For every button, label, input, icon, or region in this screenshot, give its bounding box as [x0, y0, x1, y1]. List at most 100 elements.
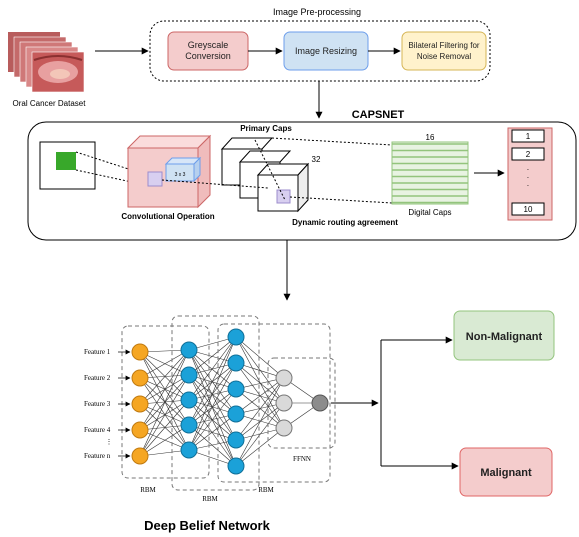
dbn-edge	[139, 349, 190, 379]
dbn-node	[227, 431, 245, 449]
rbm-box-2	[171, 315, 260, 491]
dbn-node	[131, 369, 149, 387]
feature-label: Feature 3	[84, 400, 111, 408]
dbn-edge	[188, 413, 237, 451]
dbn-edge	[235, 377, 285, 467]
digit-count-label: 16	[426, 133, 435, 142]
dbn-edge	[139, 403, 190, 426]
dbn-node	[131, 343, 149, 361]
preprocess-step-bilateral: Bilateral Filtering for Noise Removal	[401, 31, 487, 71]
dbn-edge	[139, 377, 190, 451]
dbn-edge	[188, 399, 237, 441]
primary-caps-cubes	[220, 137, 310, 213]
dbn-edge	[139, 424, 190, 457]
dbn-edge	[139, 349, 190, 457]
digit-caps-label: Digital Caps	[408, 208, 451, 217]
dbn-node	[275, 419, 293, 437]
digit-caps-block	[391, 141, 469, 205]
preprocess-step-greyscale: Greyscale Conversion	[167, 31, 249, 71]
dbn-edge	[139, 403, 190, 451]
dataset-label: Oral Cancer Dataset	[13, 99, 87, 108]
malignant-box: Malignant	[459, 447, 553, 497]
preprocess-step-resizing: Image Resizing	[283, 31, 369, 71]
ffnn-box	[267, 357, 336, 449]
rbm-label-1: RBM	[140, 486, 156, 494]
capsnet-title: CAPSNET	[352, 109, 405, 121]
dbn-edge	[188, 399, 237, 467]
dataset-image-stack-icon	[8, 32, 85, 93]
resizing-label: Image Resizing	[295, 46, 357, 56]
greyscale-line2: Conversion	[185, 51, 231, 61]
dbn-edge	[188, 388, 237, 451]
dbn-edge	[188, 374, 237, 441]
class-output-cell	[511, 147, 545, 161]
preprocessing-group	[149, 20, 491, 82]
dbn-edge	[139, 399, 190, 457]
dbn-edge	[235, 362, 285, 404]
dbn-edge	[139, 351, 190, 376]
dbn-node	[275, 394, 293, 412]
feature-ellipsis: ⋮	[106, 438, 113, 446]
dbn-edge	[188, 349, 237, 390]
dbn-edge	[188, 349, 237, 441]
dbn-edge	[235, 402, 285, 467]
dbn-edge	[139, 351, 190, 451]
dbn-nodes	[131, 328, 329, 475]
dbn-node	[227, 354, 245, 372]
dbn-edge	[235, 336, 285, 379]
dbn-node	[227, 328, 245, 346]
dbn-edge	[188, 336, 237, 376]
dbn-node	[131, 395, 149, 413]
class-output-value: ·	[527, 173, 530, 182]
non-malignant-label: Non-Malignant	[466, 331, 543, 343]
dbn-edge	[188, 336, 237, 426]
dbn-edge	[235, 336, 285, 404]
dbn-edge	[139, 351, 190, 401]
dbn-edge	[188, 362, 237, 451]
dbn-edge	[139, 374, 190, 457]
rbm-box-3	[217, 323, 331, 483]
caps-count-label: 32	[312, 155, 321, 164]
dbn-node	[131, 447, 149, 465]
rbm-box-1	[121, 325, 210, 479]
dbn-edge	[139, 377, 190, 426]
caps-inner-dash	[254, 139, 286, 201]
dbn-edge	[139, 377, 190, 401]
conv-operation-label: Convolutional Operation	[121, 212, 214, 221]
dbn-connections	[139, 336, 321, 467]
conv-projection-bottom	[75, 169, 151, 187]
dbn-edge	[188, 374, 237, 467]
dbn-node	[311, 394, 329, 412]
primary-caps-label: Primary Caps	[240, 124, 292, 133]
dbn-node	[180, 416, 198, 434]
conv-to-caps-dash	[161, 179, 269, 189]
class-output-value: 2	[526, 150, 531, 159]
dbn-edge	[139, 351, 190, 426]
capsnet-group	[27, 121, 577, 241]
digit-caps-stack	[391, 141, 469, 205]
dbn-node	[180, 366, 198, 384]
class-output-cell	[511, 202, 545, 216]
routing-label: Dynamic routing agreement	[292, 218, 398, 227]
class-output-value: 10	[524, 205, 533, 214]
greyscale-line1: Greyscale	[188, 40, 229, 50]
feature-label: Feature n	[84, 452, 111, 460]
rbm-label-3: RBM	[258, 486, 274, 494]
kernel-label: 3 x 3	[175, 172, 186, 178]
dbn-node	[131, 421, 149, 439]
input-patch	[56, 152, 76, 170]
dbn-edge	[235, 377, 285, 415]
dbn-edge	[235, 427, 285, 467]
malignant-label: Malignant	[480, 467, 532, 479]
class-output-list: 12···10	[511, 129, 545, 216]
feature-label: Feature 2	[84, 374, 111, 382]
caps-to-digit-dash-bottom	[289, 196, 393, 204]
dbn-edge	[188, 336, 237, 401]
dbn-edge	[235, 362, 285, 429]
rbm-label-2: RBM	[202, 495, 218, 503]
feature-label: Feature 4	[84, 426, 111, 434]
bilateral-line1: Bilateral Filtering for	[408, 41, 479, 50]
dbn-node	[180, 391, 198, 409]
